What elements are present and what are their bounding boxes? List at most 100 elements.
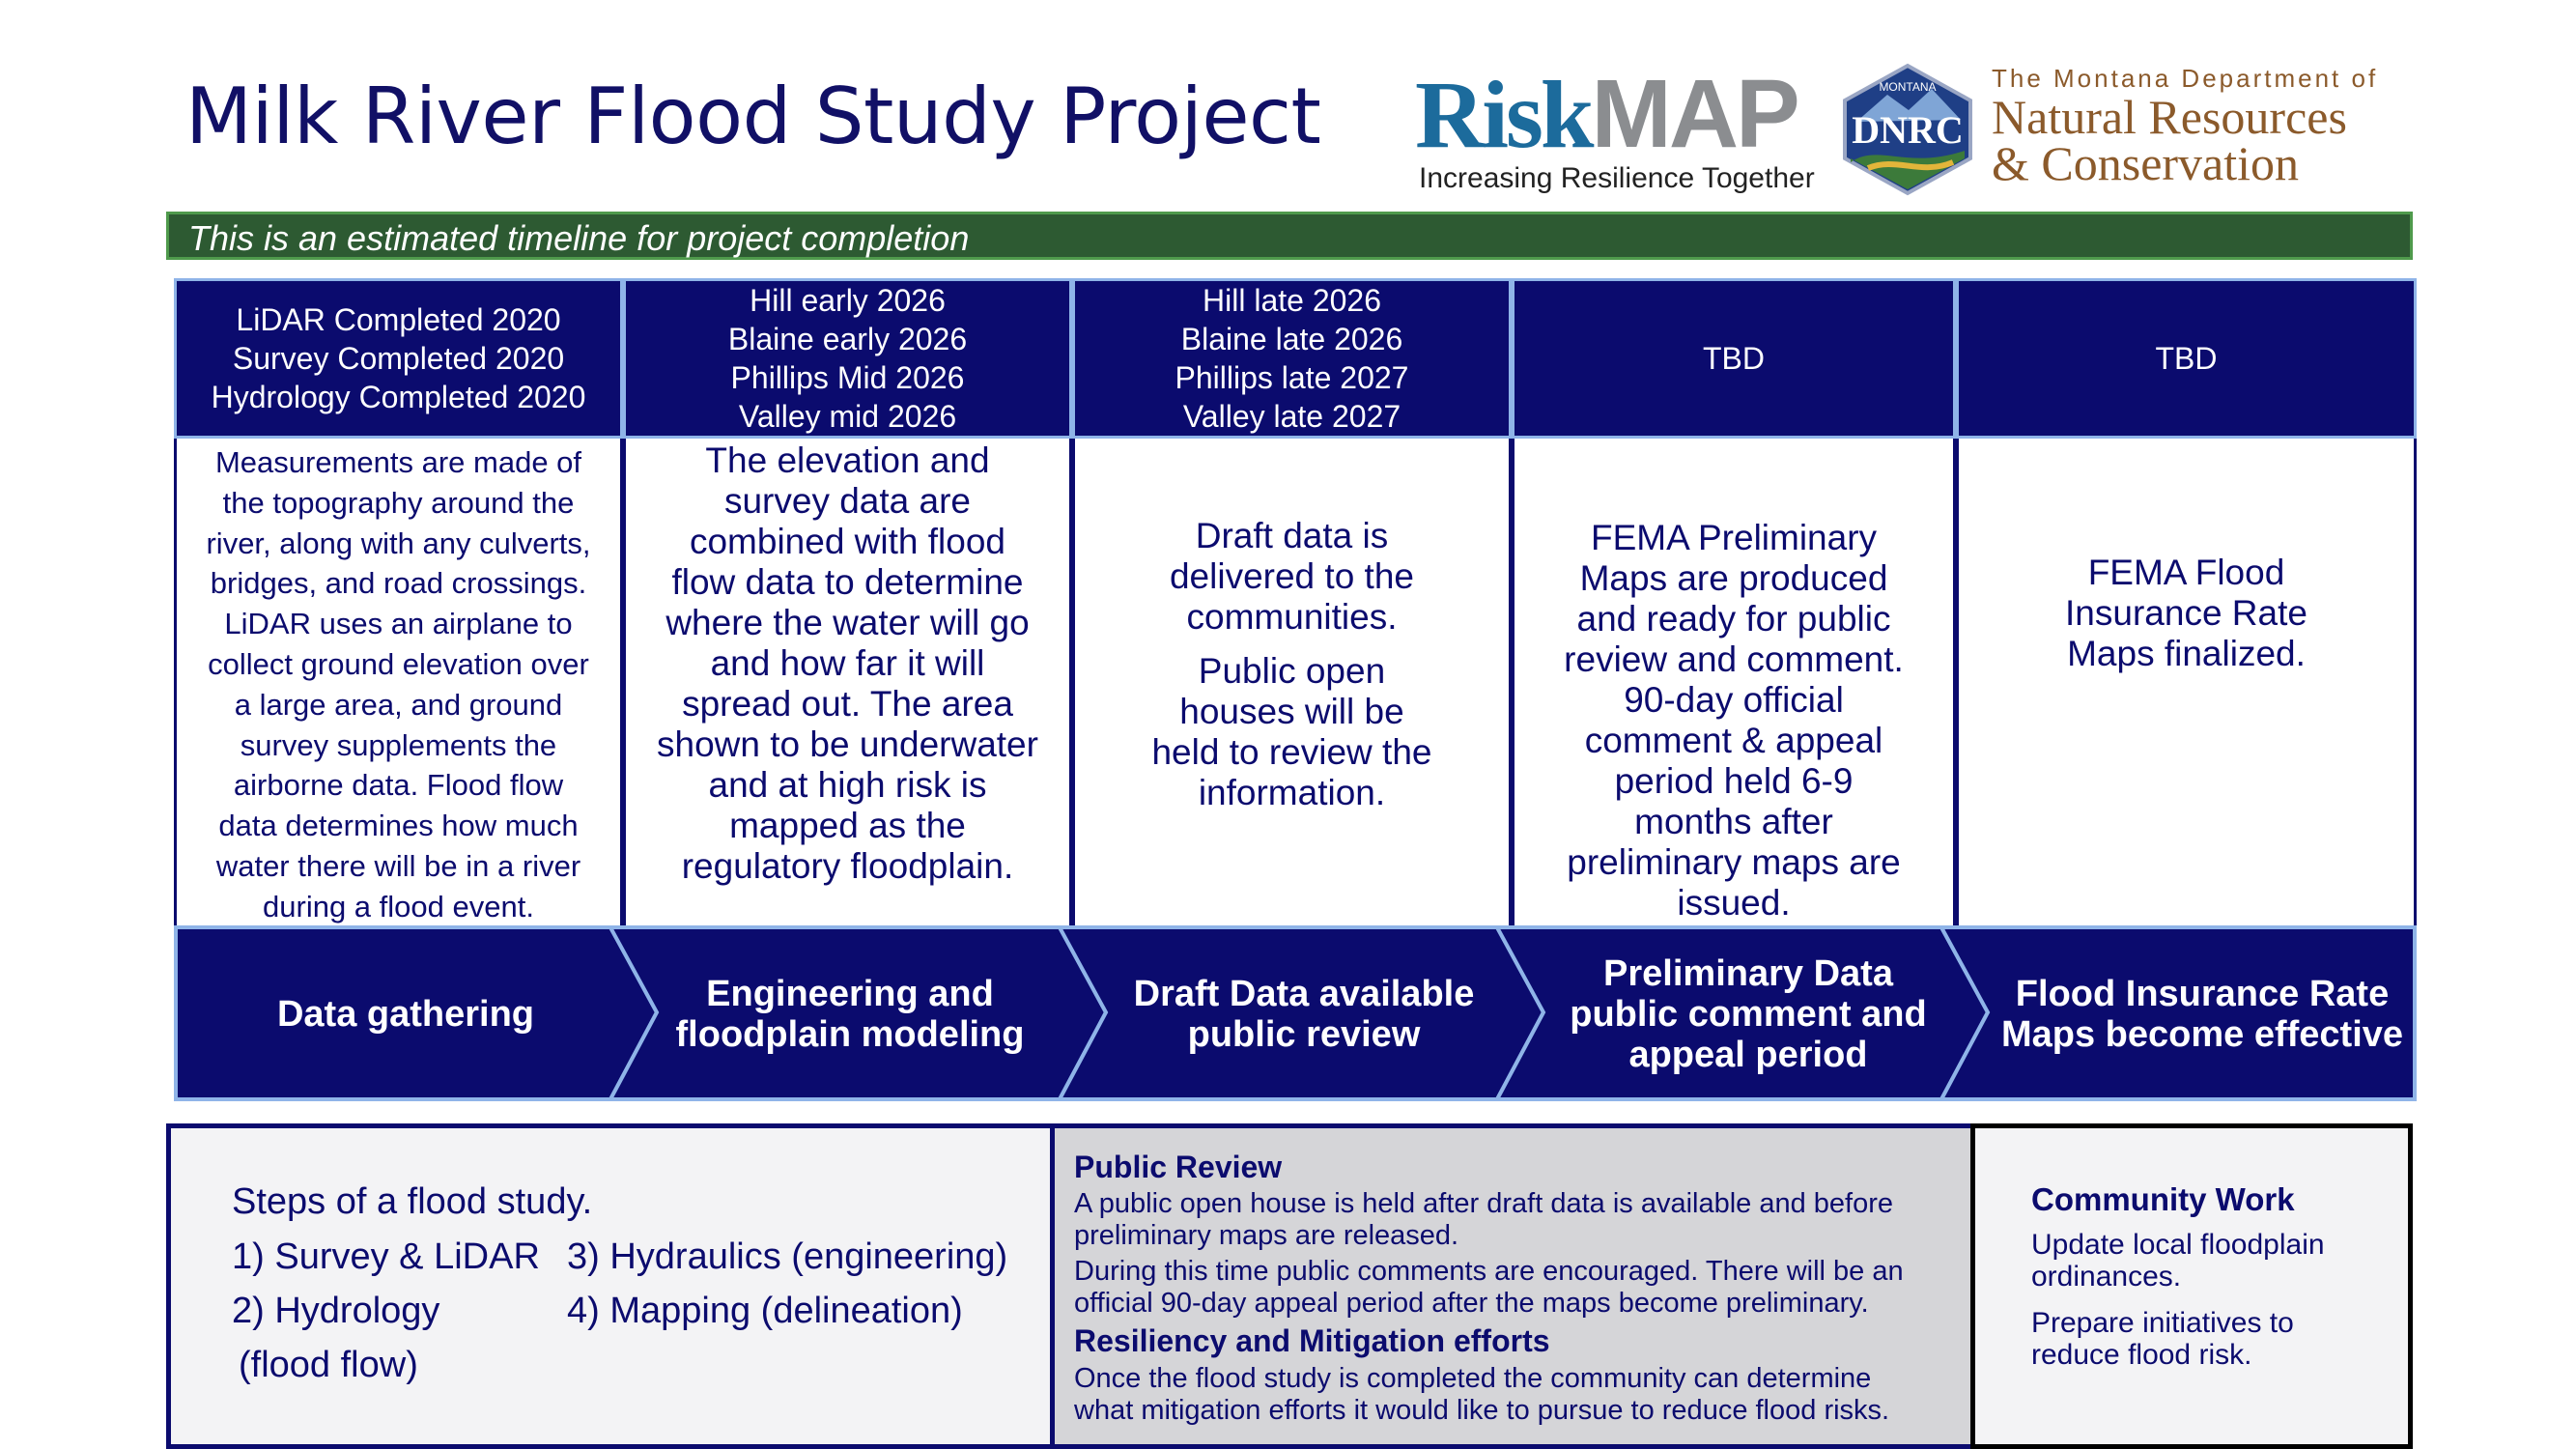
text-line: FEMA Flood: [2087, 553, 2285, 592]
text-line: public review: [1187, 1014, 1421, 1055]
text-line: issued.: [1677, 883, 1791, 923]
text-line: and how far it will: [710, 643, 985, 683]
text-line: Valley late 2027: [1182, 399, 1401, 434]
text-line: and at high risk is: [708, 765, 987, 805]
text-line: Flood Insurance Rate: [2015, 974, 2390, 1014]
text-line: The elevation and: [705, 440, 990, 480]
banner-text: This is an estimated timeline for projec…: [188, 218, 970, 258]
timeline-banner: This is an estimated timeline for projec…: [166, 212, 2413, 260]
public-review-text-1a: A public open house is held after draft …: [1074, 1188, 1894, 1219]
text-line: mapped as the: [729, 806, 966, 845]
text-line: Blaine late 2026: [1180, 322, 1403, 356]
dnrc-line2: Natural Resources: [1992, 90, 2347, 144]
text-line: floodplain modeling: [675, 1014, 1025, 1055]
timeline-dates: TBD: [1956, 278, 2417, 439]
dnrc-badge-state-text: MONTANA: [1879, 80, 1936, 94]
text-line: appeal period: [1628, 1035, 1868, 1075]
text-line: a large area, and ground: [234, 687, 563, 722]
public-review-heading: Public Review: [1074, 1150, 1283, 1184]
community-text-2b: reduce flood risk.: [2031, 1339, 2252, 1371]
text-line: period held 6-9: [1614, 761, 1854, 801]
text-line: Draft Data available: [1133, 974, 1475, 1014]
resiliency-heading: Resiliency and Mitigation efforts: [1074, 1323, 1550, 1358]
riskmap-risk-text: Risk: [1415, 61, 1595, 168]
text-line: Public open: [1198, 651, 1386, 691]
text-line: preliminary maps are: [1567, 842, 1901, 882]
text-line: LiDAR uses an airplane to: [224, 607, 573, 641]
community-text-2a: Prepare initiatives to: [2031, 1307, 2294, 1339]
step-4: 4) Mapping (delineation): [567, 1291, 963, 1331]
timeline-dates: TBD: [1512, 278, 1956, 439]
text-line: Maps are produced: [1579, 558, 1888, 598]
text-line: bridges, and road crossings.: [210, 566, 587, 601]
text-line: and ready for public: [1576, 599, 1891, 639]
text-line: combined with flood: [689, 522, 1005, 561]
steps-box: Steps of a flood study. 1) Survey & LiDA…: [166, 1123, 1055, 1449]
public-review-box: Public Review A public open house is hel…: [1050, 1123, 1975, 1449]
text-line: information.: [1198, 773, 1386, 812]
text-line: survey supplements the: [240, 727, 557, 762]
phase-label: Data gathering: [212, 927, 599, 1101]
text-line: airborne data. Flood flow: [233, 768, 564, 803]
community-text-1a: Update local floodplain: [2031, 1229, 2325, 1261]
text-line: public comment and: [1570, 994, 1927, 1035]
text-line: communities.: [1186, 597, 1398, 637]
text-line: Phillips Mid 2026: [730, 360, 965, 395]
text-line: Preliminary Data: [1603, 953, 1893, 994]
text-line: Data gathering: [276, 994, 535, 1035]
text-line: TBD: [1703, 341, 1765, 376]
riskmap-logo: RiskMAP Increasing Resilience Together: [1415, 66, 1821, 201]
public-review-text-2a: During this time public comments are enc…: [1074, 1256, 1904, 1287]
dnrc-line3: & Conservation: [1992, 136, 2300, 190]
riskmap-tagline: Increasing Resilience Together: [1419, 162, 1815, 194]
text-line: regulatory floodplain.: [681, 846, 1014, 886]
text-line: delivered to the: [1169, 556, 1414, 596]
text-line: Hydrology Completed 2020: [211, 380, 586, 414]
text-line: Survey Completed 2020: [232, 341, 565, 376]
text-line: during a flood event.: [263, 889, 534, 923]
step-1: 1) Survey & LiDAR: [232, 1236, 540, 1277]
dnrc-badge-logo: MONTANA DNRC: [1843, 63, 1972, 196]
bottom-info-panel: Steps of a flood study. 1) Survey & LiDA…: [166, 1123, 2413, 1449]
community-text-1b: ordinances.: [2031, 1261, 2182, 1293]
text-line: Maps finalized.: [2067, 634, 2306, 673]
text-line: river, along with any culverts,: [206, 526, 591, 560]
text-line: comment & appeal: [1584, 721, 1883, 760]
text-line: Engineering and: [706, 974, 994, 1014]
steps-heading: Steps of a flood study.: [232, 1181, 593, 1222]
text-line: Maps become effective: [2000, 1014, 2404, 1055]
text-line: Valley mid 2026: [738, 399, 957, 434]
text-line: TBD: [2155, 341, 2218, 376]
dnrc-badge-text: DNRC: [1852, 108, 1964, 152]
page-title: Milk River Flood Study Project: [185, 71, 1321, 161]
text-line: houses will be: [1179, 692, 1404, 731]
text-line: Phillips late 2027: [1175, 360, 1409, 395]
text-line: held to review the: [1151, 732, 1432, 772]
text-line: Hill late 2026: [1203, 283, 1381, 318]
text-line: Measurements are made of: [214, 445, 582, 479]
dnrc-text-logo: The Montana Department of Natural Resour…: [1992, 64, 2378, 190]
step-3: 3) Hydraulics (engineering): [567, 1236, 1008, 1277]
step-2-note: (flood flow): [239, 1345, 418, 1385]
text-line: collect ground elevation over: [208, 646, 589, 681]
text-line: LiDAR Completed 2020: [236, 302, 561, 337]
text-line: Insurance Rate: [2065, 593, 2307, 633]
text-line: water there will be in a river: [215, 848, 581, 883]
phase-arrow-5: [1938, 925, 2417, 1101]
riskmap-wordmark: RiskMAP: [1415, 66, 1800, 163]
public-review-text-2b: official 90-day appeal period after the …: [1074, 1288, 1869, 1319]
